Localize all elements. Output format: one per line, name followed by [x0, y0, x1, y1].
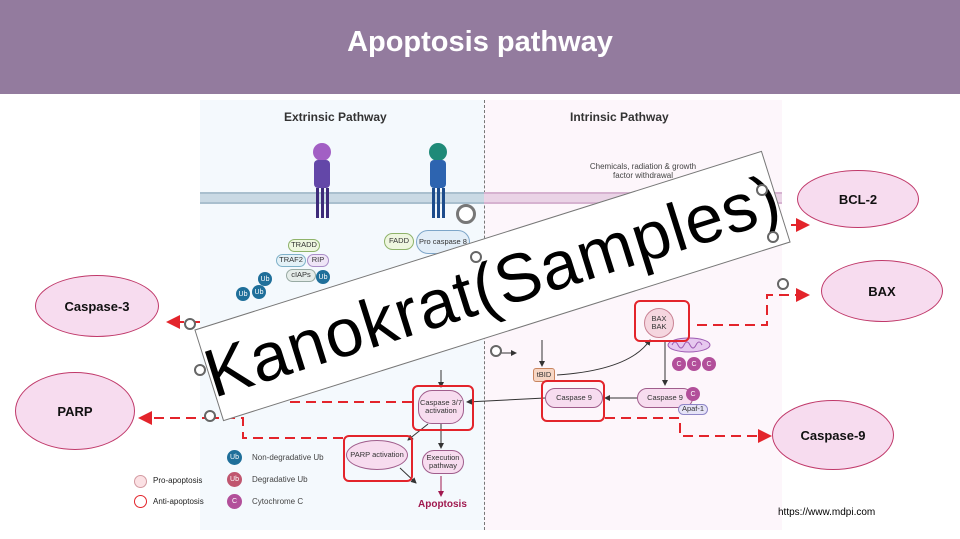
callout-caspase9: Caspase-9	[772, 400, 894, 470]
cytochrome-c-icon: C	[702, 357, 716, 371]
extrinsic-heading: Extrinsic Pathway	[284, 110, 387, 124]
legend-non-degradative-ub: Non-degradative Ub	[252, 453, 324, 462]
membrane-extrinsic	[200, 192, 484, 204]
caspase37-node: Caspase 3/7 activation	[418, 390, 464, 424]
death-receptor-icon	[313, 143, 331, 218]
caspase37-highlight	[412, 385, 474, 431]
callout-parp: PARP	[15, 372, 135, 450]
bax-bak-node: BAX BAK	[644, 308, 674, 338]
pro-apoptosis-swatch	[134, 475, 147, 488]
fadd-node: FADD	[384, 233, 414, 250]
caspase9-active-node: Caspase 9	[545, 388, 603, 408]
ub-icon: Ub	[236, 287, 250, 301]
legend-ub-blue-icon: Ub	[227, 450, 242, 465]
legend-degradative-ub: Degradative Ub	[252, 475, 308, 484]
resize-handle[interactable]	[194, 364, 206, 376]
cytochrome-c-icon: C	[687, 357, 701, 371]
callout-bax: BAX	[821, 260, 943, 322]
legend-anti-apoptosis: Anti-apoptosis	[153, 497, 204, 506]
resize-handle[interactable]	[184, 318, 196, 330]
traf2-node: TRAF2	[276, 254, 306, 267]
resize-handle[interactable]	[767, 231, 779, 243]
source-url[interactable]: https://www.mdpi.com	[778, 507, 876, 518]
cytochrome-c-icon: C	[672, 357, 686, 371]
ub-icon: Ub	[316, 270, 330, 284]
execution-pathway-node: Execution pathway	[422, 450, 464, 474]
fas-receptor-icon	[429, 143, 447, 218]
slide-title: Apoptosis pathway	[347, 25, 613, 58]
ciaps-node: cIAPs	[286, 269, 316, 282]
callout-bcl2: BCL-2	[797, 170, 919, 228]
apoptosis-label: Apoptosis	[418, 499, 467, 510]
rotate-handle-icon[interactable]	[456, 204, 476, 224]
title-bar: Apoptosis pathway	[0, 0, 960, 94]
caspase9-complex-node: Caspase 9	[637, 388, 693, 408]
apaf1-node: Apaf-1	[678, 404, 708, 415]
caspase9-highlight	[541, 380, 605, 422]
resize-handle[interactable]	[777, 278, 789, 290]
resize-handle[interactable]	[490, 345, 502, 357]
parp-highlight	[343, 435, 413, 482]
stimulus-label: Chemicals, radiation & growth factor wit…	[589, 162, 697, 180]
resize-handle[interactable]	[756, 184, 768, 196]
legend-ub-red-icon: Ub	[227, 472, 242, 487]
legend-cytochrome-icon: C	[227, 494, 242, 509]
resize-handle[interactable]	[204, 410, 216, 422]
resize-handle[interactable]	[470, 251, 482, 263]
legend-cytochrome-c: Cytochrome C	[252, 497, 304, 506]
rip-node: RIP	[307, 254, 329, 267]
anti-apoptosis-swatch	[134, 495, 147, 508]
cytochrome-c-icon: C	[686, 387, 700, 401]
legend-pro-apoptosis: Pro-apoptosis	[153, 476, 203, 485]
callout-caspase3: Caspase-3	[35, 275, 159, 337]
bax-bak-highlight	[634, 300, 690, 342]
ub-icon: Ub	[252, 285, 266, 299]
ub-icon: Ub	[258, 272, 272, 286]
parp-activation-node: PARP activation	[346, 440, 408, 470]
tradd-node: TRADD	[288, 239, 320, 252]
intrinsic-heading: Intrinsic Pathway	[570, 110, 669, 124]
